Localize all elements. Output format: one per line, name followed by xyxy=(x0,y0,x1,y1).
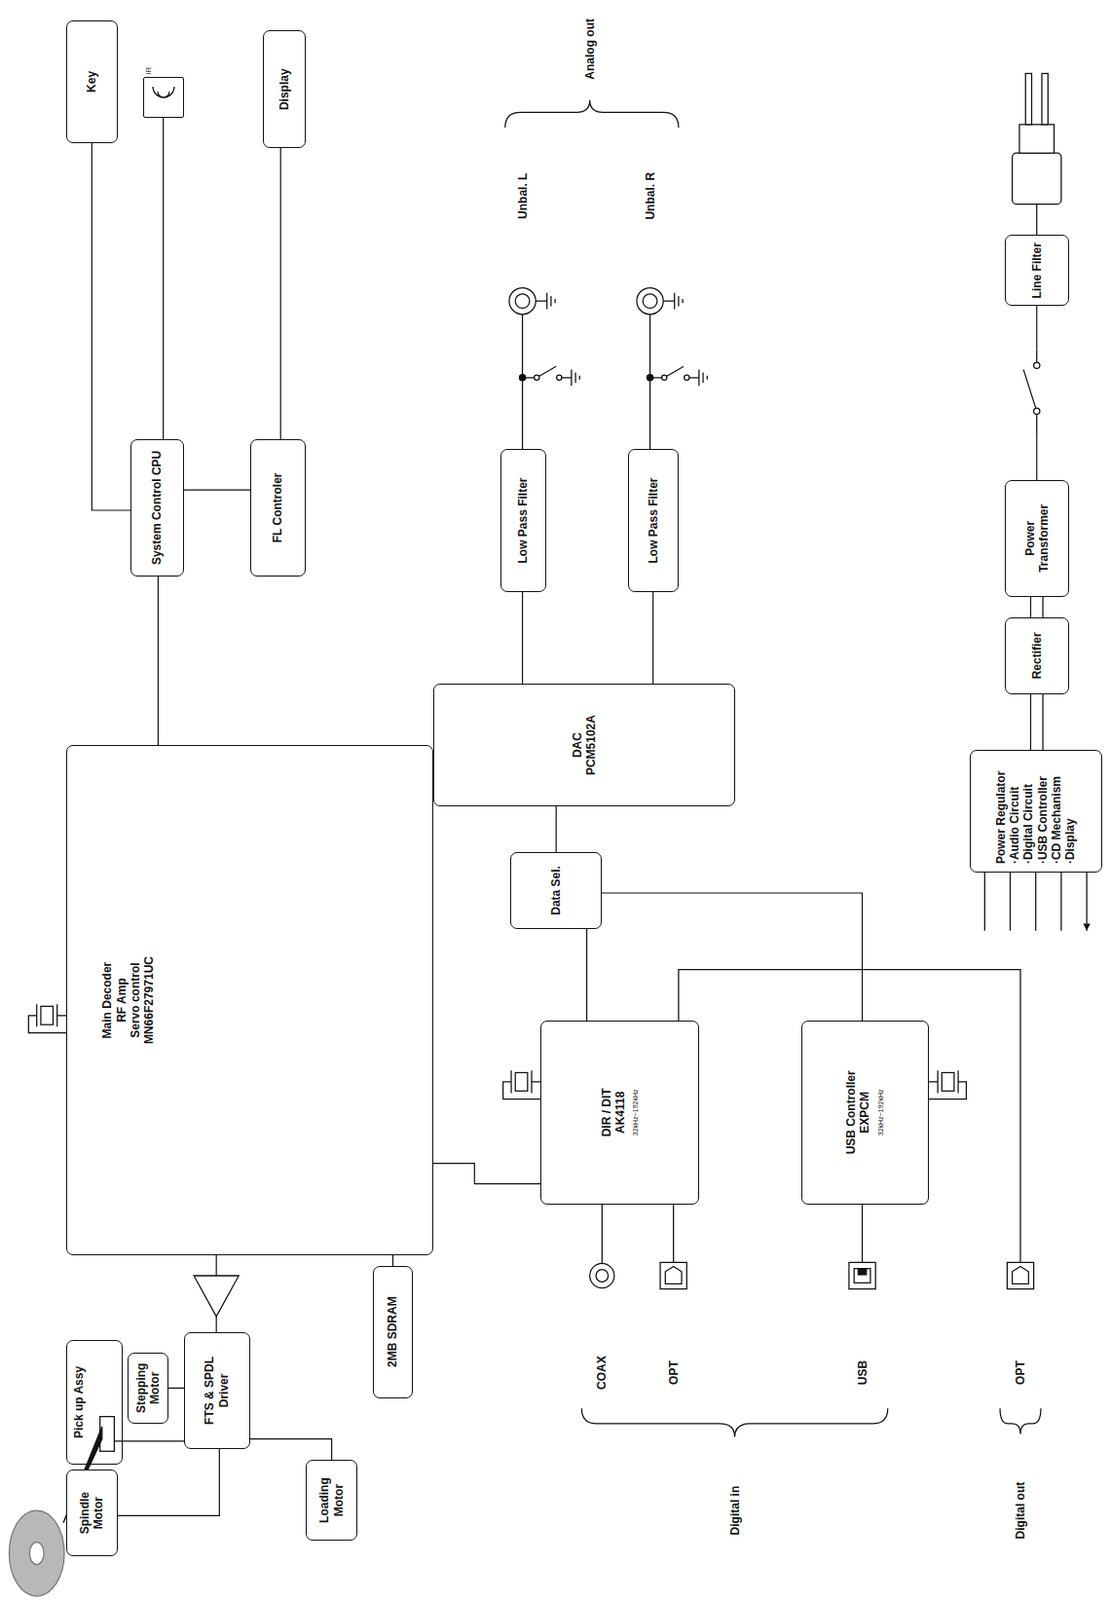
port-label: USB xyxy=(855,1358,870,1387)
node-text: ·CD Mechanism xyxy=(1049,771,1064,864)
dac-chip: DAC PCM5102A xyxy=(433,683,735,807)
filter-box: Low Pass Filter xyxy=(628,448,679,592)
node-text: Low Pass Filter xyxy=(516,477,530,563)
bracket xyxy=(505,100,679,128)
ir-symbol xyxy=(145,78,183,116)
node-text: FL Controler xyxy=(270,473,285,544)
rca-jack xyxy=(509,288,683,315)
node-text: Loading Motor xyxy=(317,1466,346,1535)
node-text: IR xyxy=(144,67,154,75)
filter-box: Low Pass Filter xyxy=(500,448,547,592)
display-box: Display xyxy=(262,30,306,148)
node-text: Main Decoder xyxy=(100,956,114,1044)
motor-box: Loading Motor xyxy=(305,1459,357,1542)
usb-chip: USB Controller EXPCM 32kHz~192kHz xyxy=(801,1020,929,1205)
regulator-box: Power Regulator·Audio Circuit·Digital Ci… xyxy=(969,749,1103,873)
output-label: Unbal. L xyxy=(516,171,530,222)
power-switch xyxy=(1020,348,1056,437)
disc xyxy=(8,1510,65,1596)
group-label: Digital out xyxy=(1013,1480,1028,1542)
node-text: DIR / DIT AK4118 xyxy=(599,1073,629,1151)
node-text: FTS & SPDL Driver xyxy=(202,1338,231,1443)
controller-box: FL Controler xyxy=(250,439,307,577)
node-text: Power Transformer xyxy=(1023,486,1052,592)
connection-line xyxy=(162,97,164,490)
buffer-amplifier xyxy=(193,1275,239,1317)
node-text: Stepping Motor xyxy=(134,1359,163,1417)
node-text: System Control CPU xyxy=(149,450,164,565)
selector-box: Data Sel. xyxy=(510,851,602,929)
node-text: RF Amp xyxy=(114,956,129,1044)
bracket xyxy=(999,1407,1041,1434)
node-text: ·Audio Circuit xyxy=(1007,771,1022,864)
usb-connector xyxy=(849,1261,876,1289)
ir-receiver: IR xyxy=(143,76,185,118)
key-box: Key xyxy=(66,20,117,144)
ir-wave xyxy=(152,86,175,98)
group-label: Digital in xyxy=(728,1483,742,1538)
node-text: Key xyxy=(84,71,99,93)
node-text: USB Controller EXPCM xyxy=(844,1063,873,1161)
node-text: Low Pass Filter xyxy=(646,477,661,563)
rectifier-box: Rectifier xyxy=(1004,617,1070,695)
cpu-box: System Control CPU xyxy=(130,439,184,577)
node-text: Data Sel. xyxy=(549,865,563,916)
node-text: ·Display xyxy=(1063,771,1077,864)
node-text: Display xyxy=(277,68,292,111)
node-text: ·USB Controller xyxy=(1036,771,1050,864)
node-text: 32kHz~192kHz xyxy=(877,1063,886,1161)
memory-chip: 2MB SDRAM xyxy=(372,1265,414,1399)
node-text: Line Filter xyxy=(1030,242,1044,298)
node-text: Rectifier xyxy=(1030,631,1044,679)
node-text: Spindle Motor xyxy=(77,1476,107,1550)
decoder-chip: Main DecoderRF AmpServo controlMN66F2797… xyxy=(66,744,434,1256)
node-text: 32kHz~192kHz xyxy=(631,1073,640,1151)
node-text: DAC PCM5102A xyxy=(570,705,599,784)
port-label: OPT xyxy=(1013,1358,1028,1387)
optical-connector xyxy=(660,1261,1035,1289)
node-text: ·Digital Circuit xyxy=(1021,771,1036,864)
coax-jack xyxy=(590,1262,615,1288)
bracket xyxy=(581,1407,888,1437)
supply-output-arrows xyxy=(984,872,1087,931)
transformer-box: Power Transformer xyxy=(1004,480,1070,598)
pickup-box: Pick up Assy xyxy=(66,1339,123,1465)
node-text: MN66F27971UC xyxy=(142,956,156,1044)
power-plug xyxy=(1012,73,1062,235)
node-text: Power Regulator xyxy=(994,771,1008,864)
node-text: Pick up Assy xyxy=(72,1366,86,1439)
motor-box: Spindle Motor xyxy=(66,1469,117,1556)
group-label: Analog out xyxy=(583,16,597,82)
receiver-chip: DIR / DIT AK411832kHz~192kHz xyxy=(540,1020,699,1205)
driver-box: FTS & SPDL Driver xyxy=(184,1332,251,1450)
output-label: Unbal. R xyxy=(643,170,658,222)
node-text: Servo control xyxy=(128,956,143,1044)
motor-box: Stepping Motor xyxy=(127,1352,169,1424)
analog-output-wiring xyxy=(518,314,707,449)
filter-box: Line Filter xyxy=(1004,234,1070,306)
port-label: COAX xyxy=(594,1353,609,1392)
node-text: 2MB SDRAM xyxy=(385,1295,400,1368)
port-label: OPT xyxy=(666,1358,681,1387)
